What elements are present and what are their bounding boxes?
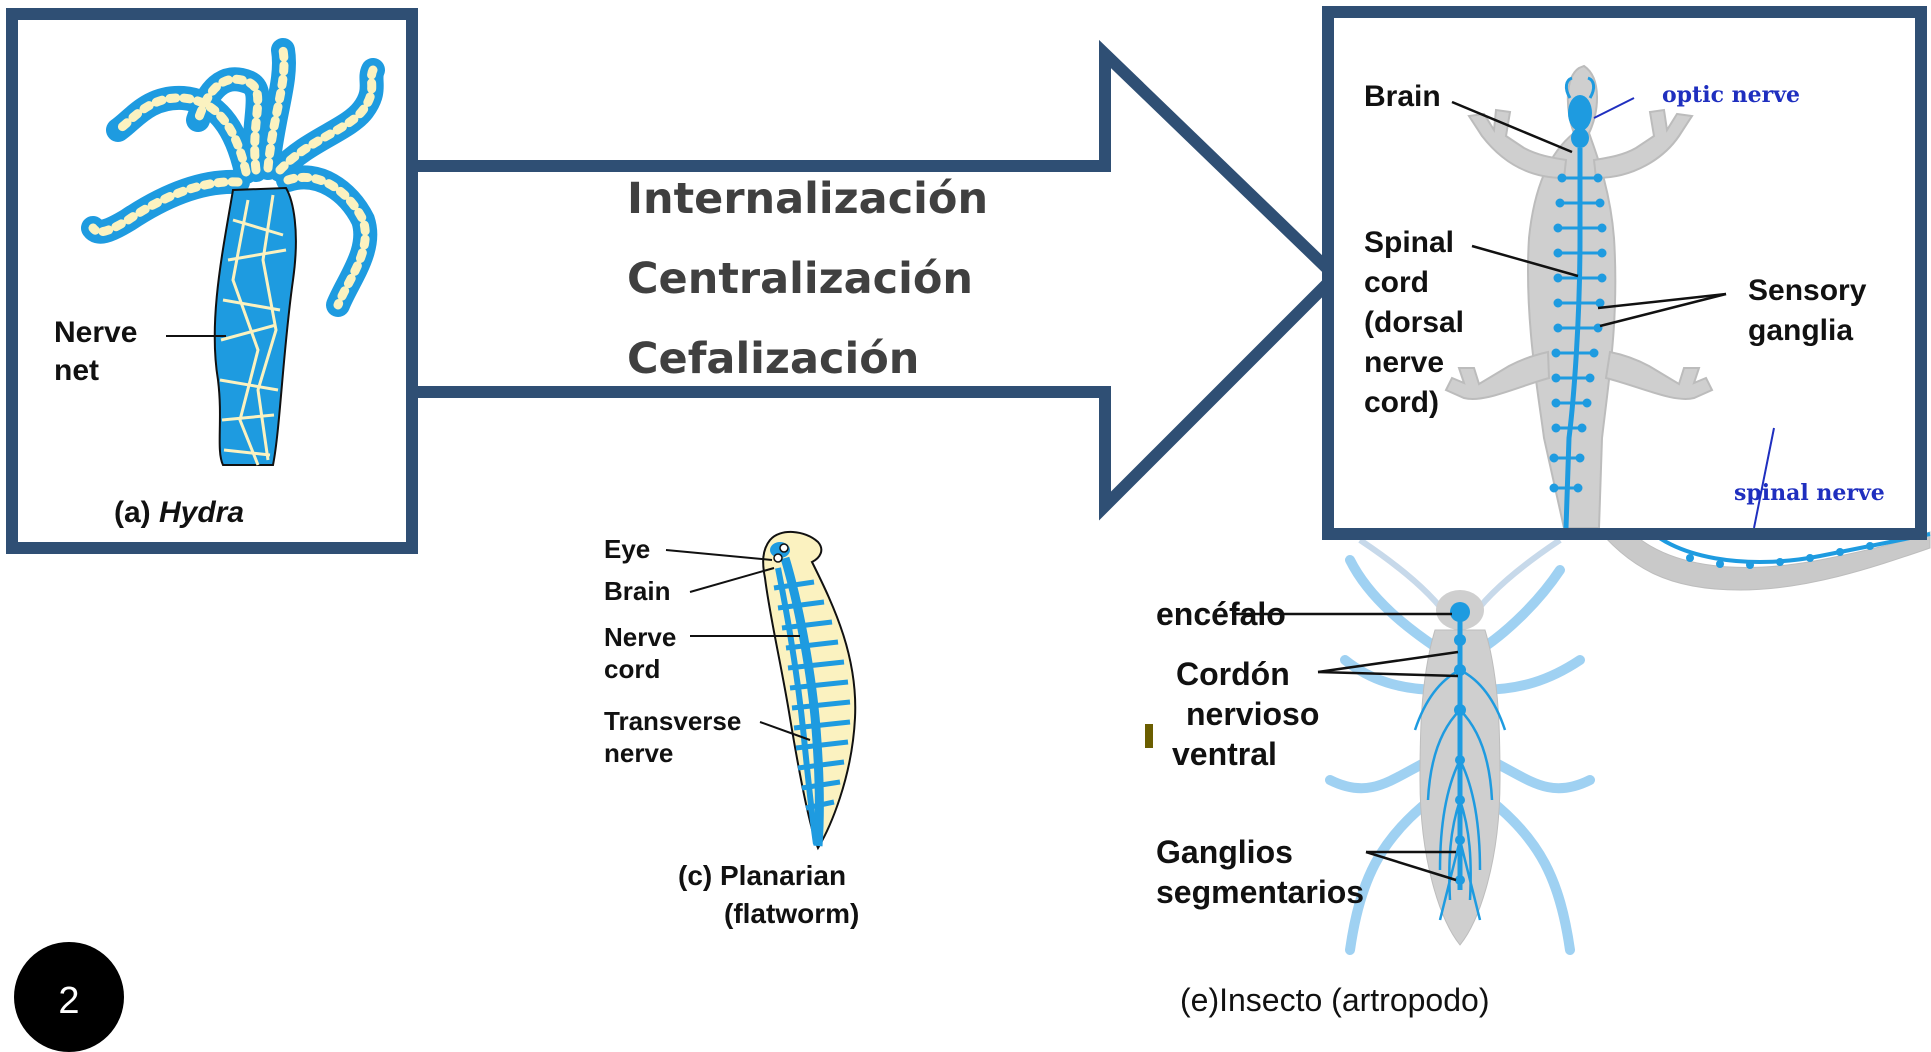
insect-ganglios-label-line2: segmentarios	[1156, 874, 1364, 911]
page-number-badge: 2	[14, 942, 124, 1052]
insect-bullet-marker	[1145, 724, 1153, 748]
insect-caption: (e)Insecto (artropodo)	[1180, 982, 1489, 1019]
insect-encefalo-label: encéfalo	[1156, 596, 1286, 633]
insect-ganglios-label-line1: Ganglios	[1156, 834, 1293, 871]
insect-cordon-label-line1: Cordón	[1176, 656, 1290, 693]
insect-cordon-label-line3: ventral	[1172, 736, 1277, 773]
insect-pointers	[0, 0, 1931, 1026]
insect-cordon-label-line2: nervioso	[1186, 696, 1319, 733]
